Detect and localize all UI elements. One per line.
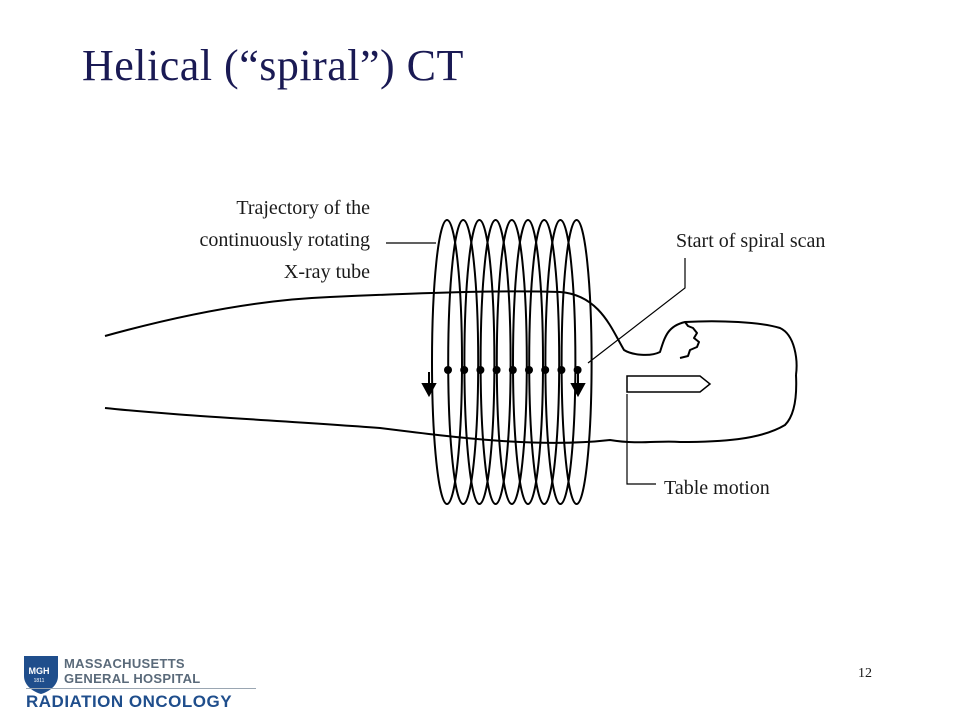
shield-text: MGH (28, 666, 50, 676)
logo-line2: GENERAL HOSPITAL (64, 671, 201, 686)
slide-title: Helical (“spiral”) CT (82, 41, 464, 90)
trajectory-label-line2: continuously rotating (199, 229, 370, 251)
spiral-loop (560, 219, 593, 505)
shield-icon (24, 656, 58, 694)
body-top-outline (104, 290, 798, 376)
focus-dot (557, 366, 566, 374)
trajectory-label-line1: Trajectory of the (236, 197, 370, 219)
spiral-loop (528, 219, 561, 505)
page-number: 12 (858, 666, 872, 681)
table-arrow-shape (626, 375, 712, 393)
focus-dot (476, 366, 485, 374)
spiral-loop (495, 219, 528, 505)
trajectory-label-line3: X-ray tube (283, 261, 370, 283)
spiral-loop (512, 219, 544, 505)
logo-divider (26, 688, 256, 689)
logo-line3: RADIATION ONCOLOGY (26, 692, 233, 711)
shield-year: 1811 (33, 678, 45, 684)
spiral-loop (431, 219, 463, 505)
start-of-spiral-label: Start of spiral scan (676, 230, 826, 252)
table-motion-label: Table motion (664, 477, 770, 499)
focus-dot (541, 366, 550, 374)
direction-arrows (421, 372, 586, 398)
right-arrow-head (570, 383, 586, 398)
spiral-trajectory (431, 219, 593, 505)
spiral-loop (544, 219, 577, 505)
focus-dot (460, 366, 469, 374)
focus-dot (573, 366, 582, 374)
left-arrow-head (421, 383, 437, 398)
focus-points (444, 366, 582, 374)
leader-lines (386, 242, 686, 485)
trajectory-label: Trajectory of the continuously rotating … (120, 192, 370, 288)
focus-dot (525, 366, 533, 374)
focus-dot (508, 366, 517, 374)
table-leader (626, 394, 656, 485)
spiral-loop (447, 219, 480, 505)
face-profile (679, 321, 700, 359)
body-bottom-outline (104, 374, 798, 444)
focus-dot (492, 366, 501, 374)
mgh-logo: MGH 1811 MASSACHUSETTS GENERAL HOSPITAL … (18, 654, 258, 716)
spiral-loop (479, 219, 512, 505)
spiral-loop (463, 219, 496, 505)
logo-line1: MASSACHUSETTS (64, 656, 185, 671)
patient-outline (104, 290, 798, 444)
start-leader (587, 258, 686, 364)
focus-dot (444, 366, 452, 374)
